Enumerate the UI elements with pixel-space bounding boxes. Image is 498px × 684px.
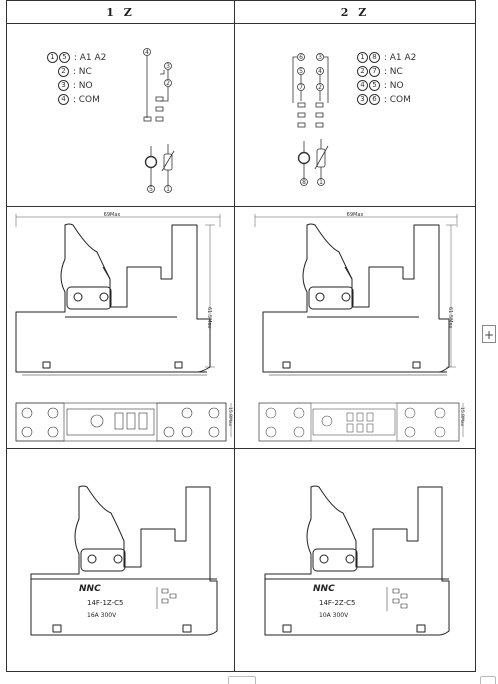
legend-row: 3 : NO bbox=[47, 79, 106, 93]
dimension-drawing-1z: 69Max 61.5Max 15.8Max bbox=[15, 212, 233, 442]
pin-label: 2 bbox=[318, 84, 322, 91]
wiring-diagram-1z: 4 3 2 5 1 bbox=[143, 48, 175, 193]
legend-row: 4 : COM bbox=[47, 93, 106, 107]
legend-row: 2 : NC bbox=[47, 65, 106, 79]
column-header-2z: 2 Z bbox=[340, 5, 370, 19]
product-rating: 10A 300V bbox=[319, 612, 349, 619]
pin-label: 1 bbox=[319, 179, 323, 186]
product-drawing-2z: NNC 14F-2Z-C5 10A 300V bbox=[264, 485, 450, 636]
pin-label: 5 bbox=[299, 68, 303, 75]
product-rating: 16A 300V bbox=[87, 612, 117, 619]
row-divider-2 bbox=[7, 448, 475, 449]
pin-label: 3 bbox=[166, 63, 170, 70]
column-header-1z: 1 Z bbox=[106, 5, 135, 19]
pin-label: 2 bbox=[166, 80, 170, 87]
pin-label: 6 bbox=[299, 54, 303, 61]
width-dimension: 69Max bbox=[104, 212, 121, 218]
pin-label: 8 bbox=[302, 179, 306, 186]
add-button[interactable]: + bbox=[482, 325, 496, 343]
header-divider bbox=[7, 23, 475, 24]
wiring-diagram-2z: 6 3 5 4 7 2 8 1 bbox=[292, 53, 329, 186]
page-tab[interactable] bbox=[228, 676, 256, 684]
width-dimension: 69Max bbox=[347, 212, 364, 218]
row-divider-1 bbox=[7, 206, 475, 207]
height-dimension: 61.5Max bbox=[206, 307, 212, 329]
column-divider bbox=[234, 1, 235, 671]
product-model: 14F-1Z-C5 bbox=[87, 599, 123, 607]
depth-dimension: 15.8Max bbox=[459, 407, 465, 427]
dimension-drawing-2z: 69Max 61.5Max 15.8Max bbox=[254, 212, 465, 442]
page-tab[interactable] bbox=[480, 676, 496, 684]
pin-label: 4 bbox=[145, 49, 149, 56]
brand-logo: NNC bbox=[313, 584, 335, 594]
brand-logo: NNC bbox=[79, 584, 101, 594]
pin-label: 5 bbox=[149, 186, 153, 193]
pin-label: 1 bbox=[166, 186, 170, 193]
pin-label: 7 bbox=[299, 84, 303, 91]
product-drawing-1z: NNC 14F-1Z-C5 16A 300V bbox=[30, 485, 218, 636]
height-dimension: 61.5Max bbox=[447, 307, 453, 329]
product-model: 14F-2Z-C5 bbox=[319, 599, 355, 607]
pin-label: 4 bbox=[318, 68, 322, 75]
pin-label: 3 bbox=[318, 54, 322, 61]
depth-dimension: 15.8Max bbox=[227, 407, 233, 427]
